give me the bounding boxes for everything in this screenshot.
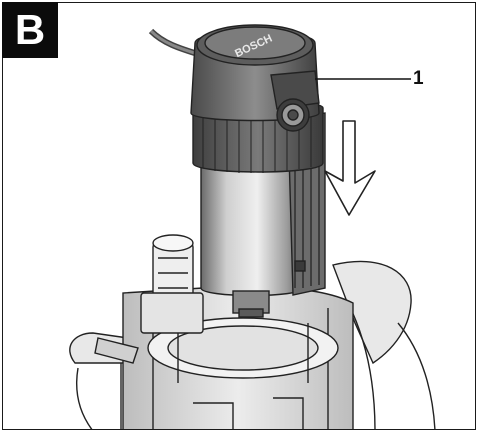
router-illustration: BOSCH [69,24,436,429]
down-arrow-icon [324,120,376,216]
figure-label-badge: B [2,2,58,58]
router-motor [190,24,326,318]
power-cord [148,28,202,58]
figure-frame: BOSCH [2,2,476,430]
router-base [69,234,436,429]
callout-number-1: 1 [413,68,424,89]
